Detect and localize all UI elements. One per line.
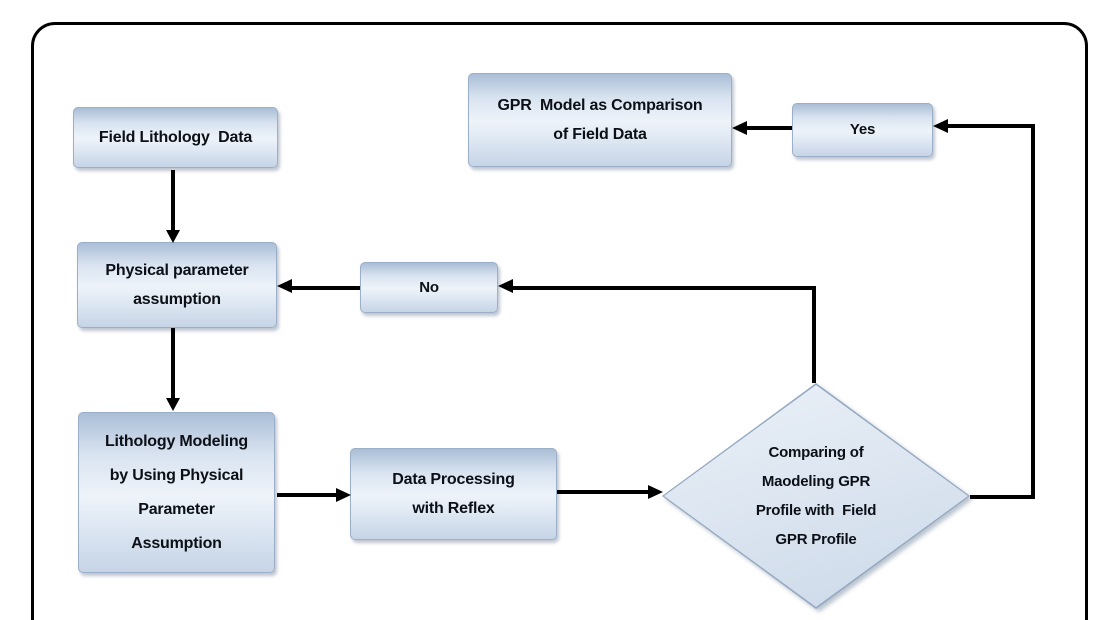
node-label: No xyxy=(419,278,439,296)
arrow-decision-to-yes-top xyxy=(947,124,1031,128)
node-label: Comparing of xyxy=(768,444,864,461)
arrow-decision-to-yes-bottom xyxy=(970,495,1035,499)
arrowhead-left-icon xyxy=(277,279,292,293)
node-label: GPR Profile xyxy=(775,531,857,548)
node-label: Yes xyxy=(849,121,876,138)
arrowhead-down-icon xyxy=(166,398,180,411)
node-label: Lithology Modeling xyxy=(104,432,249,450)
node-label: Field Lithology Data xyxy=(98,129,253,146)
arrow-no-to-parameter xyxy=(292,286,360,290)
arrowhead-left-icon xyxy=(732,121,747,135)
node-physical-parameter-assumption: Physical parameter assumption xyxy=(77,242,277,328)
node-label: with Reflex xyxy=(412,500,495,517)
node-label: GPR Model as Comparison xyxy=(497,97,703,114)
node-label: by Using Physical xyxy=(109,466,244,484)
node-label: Assumption xyxy=(131,534,222,552)
node-label: Maodeling GPR xyxy=(761,473,871,490)
node-field-lithology-data: Field Lithology Data xyxy=(73,107,278,168)
arrow-processing-to-decision xyxy=(557,490,648,494)
node-label: of Field Data xyxy=(553,126,647,143)
node-data-processing-reflex: Data Processing with Reflex xyxy=(350,448,557,540)
arrow-field-to-parameter xyxy=(171,170,175,232)
arrowhead-left-icon xyxy=(498,279,513,293)
arrow-decision-to-yes-vertical xyxy=(1031,124,1035,499)
node-lithology-modeling: Lithology Modeling by Using Physical Par… xyxy=(78,412,275,573)
node-label: Parameter xyxy=(138,500,215,518)
diamond-label: Comparing of Maodeling GPR Profile with … xyxy=(662,383,970,609)
arrow-parameter-to-modeling xyxy=(171,328,175,400)
arrowhead-right-icon xyxy=(648,485,663,499)
arrow-decision-to-no-vertical xyxy=(812,286,816,383)
arrow-decision-to-no-horizontal xyxy=(512,286,816,290)
figure-frame xyxy=(31,22,1088,620)
node-label: Profile with Field xyxy=(755,502,877,519)
node-label: assumption xyxy=(133,291,221,308)
arrowhead-left-icon xyxy=(933,119,948,133)
node-gpr-model-comparison: GPR Model as Comparison of Field Data xyxy=(468,73,732,167)
arrow-yes-to-gpr-model xyxy=(747,126,792,130)
node-label: Data Processing xyxy=(392,471,515,488)
node-comparing-decision-diamond: Comparing of Maodeling GPR Profile with … xyxy=(662,383,970,609)
node-no-label: No xyxy=(360,262,498,313)
node-yes-label: Yes xyxy=(792,103,933,157)
arrowhead-down-icon xyxy=(166,230,180,243)
arrowhead-right-icon xyxy=(336,488,351,502)
arrow-modeling-to-processing xyxy=(277,493,336,497)
node-label: Physical parameter xyxy=(105,262,249,279)
